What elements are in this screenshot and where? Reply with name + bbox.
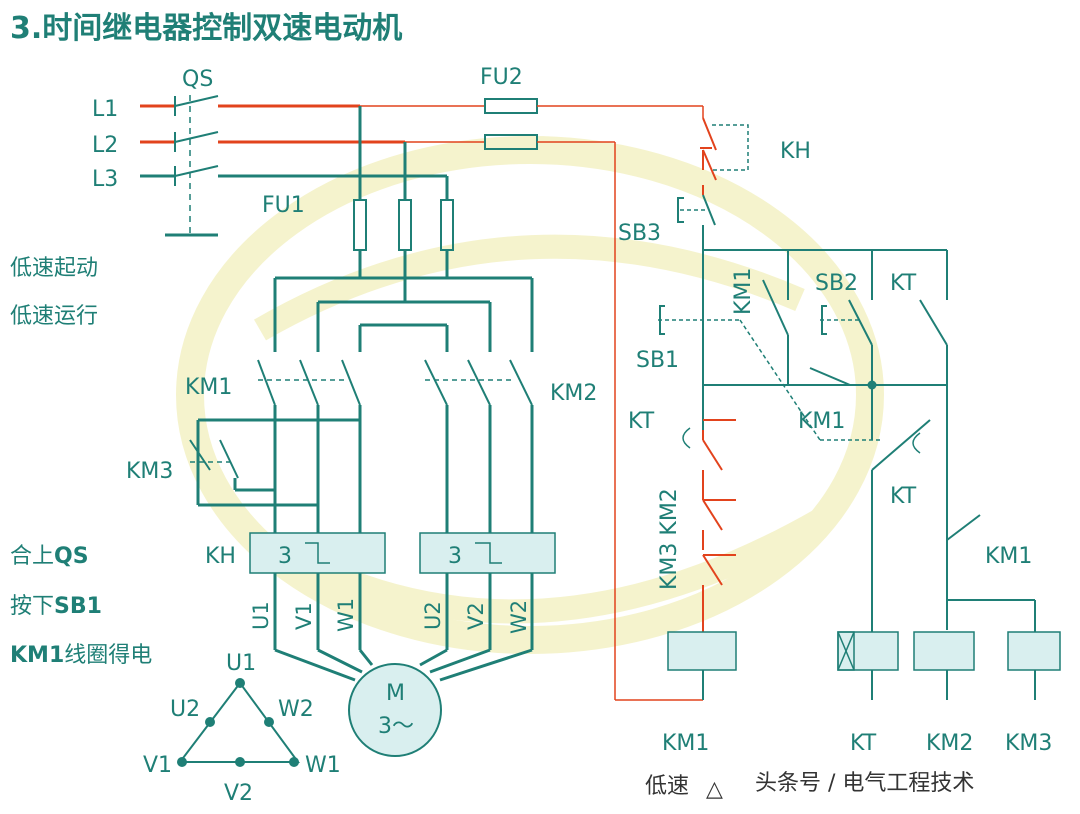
coil-label-km1: KM1 xyxy=(662,731,709,756)
control-circuit xyxy=(484,98,1061,701)
label-fu2: FU2 xyxy=(480,65,523,90)
label-kt-contact: KT xyxy=(628,409,655,434)
footer-watermark: 头条号 / 电气工程技术 xyxy=(755,771,974,796)
footer-mode-symbol: △ xyxy=(706,777,723,802)
terminal-u2: U2 xyxy=(421,601,445,630)
label-sb3: SB3 xyxy=(618,221,661,246)
terminal-u1: U1 xyxy=(249,601,273,630)
label-km1-vertical: KM1 xyxy=(731,268,756,315)
label-km2-main: KM2 xyxy=(550,381,597,406)
diagram-title: 3.时间继电器控制双速电动机 xyxy=(10,11,402,46)
label-km1-control-right: KM1 xyxy=(985,544,1032,569)
label-km3-main: KM3 xyxy=(126,459,173,484)
label-km1-control-mid: KM1 xyxy=(798,409,845,434)
label-sb2: SB2 xyxy=(815,271,858,296)
terminal-w1: W1 xyxy=(334,598,358,632)
label-l2: L2 xyxy=(92,133,118,158)
motor-label-phase: 3～ xyxy=(378,714,414,739)
terminal-w2: W2 xyxy=(507,600,531,634)
delta-u1: U1 xyxy=(226,651,256,676)
label-kh-overload: KH xyxy=(205,544,236,569)
note-low-speed-start: 低速起动 xyxy=(10,256,98,281)
power-input xyxy=(140,95,485,237)
side-notes: 低速起动 低速运行 合上QS 按下SB1 KM1线圈得电 xyxy=(10,256,152,668)
coil-label-km3: KM3 xyxy=(1005,731,1052,756)
note-low-speed-run: 低速运行 xyxy=(10,304,98,329)
delta-winding-diagram: U1 U2 W2 V1 W1 V2 xyxy=(143,651,341,806)
footer-mode-text: 低速 xyxy=(645,774,689,799)
delta-w1: W1 xyxy=(305,753,341,778)
label-l1: L1 xyxy=(92,97,118,122)
label-km3-km2-vertical: KM3 KM2 xyxy=(657,488,682,590)
thermal-relay-number-2: 3 xyxy=(448,544,462,569)
terminal-v2: V2 xyxy=(464,602,488,630)
note-km1-coil-on: KM1线圈得电 xyxy=(10,643,152,668)
label-kh-control: KH xyxy=(780,139,811,164)
label-fu1: FU1 xyxy=(262,193,305,218)
coil-label-km2: KM2 xyxy=(926,731,973,756)
note-close-qs: 合上QS xyxy=(10,544,89,569)
delta-v2: V2 xyxy=(224,781,253,806)
note-press-sb1: 按下SB1 xyxy=(10,594,102,619)
coil-label-kt: KT xyxy=(850,731,877,756)
label-km1-main: KM1 xyxy=(185,375,232,400)
thermal-relay-number-1: 3 xyxy=(278,544,292,569)
label-qs: QS xyxy=(182,67,213,92)
main-circuit xyxy=(189,106,556,757)
label-l3: L3 xyxy=(92,167,118,192)
delta-u2: U2 xyxy=(170,697,200,722)
delta-v1: V1 xyxy=(143,753,172,778)
motor-label-m: M xyxy=(386,681,405,706)
delta-w2: W2 xyxy=(278,697,314,722)
terminal-v1: V1 xyxy=(292,602,316,630)
label-sb1: SB1 xyxy=(636,348,679,373)
label-kt-top: KT xyxy=(890,271,917,296)
label-kt-control-right: KT xyxy=(890,484,917,509)
